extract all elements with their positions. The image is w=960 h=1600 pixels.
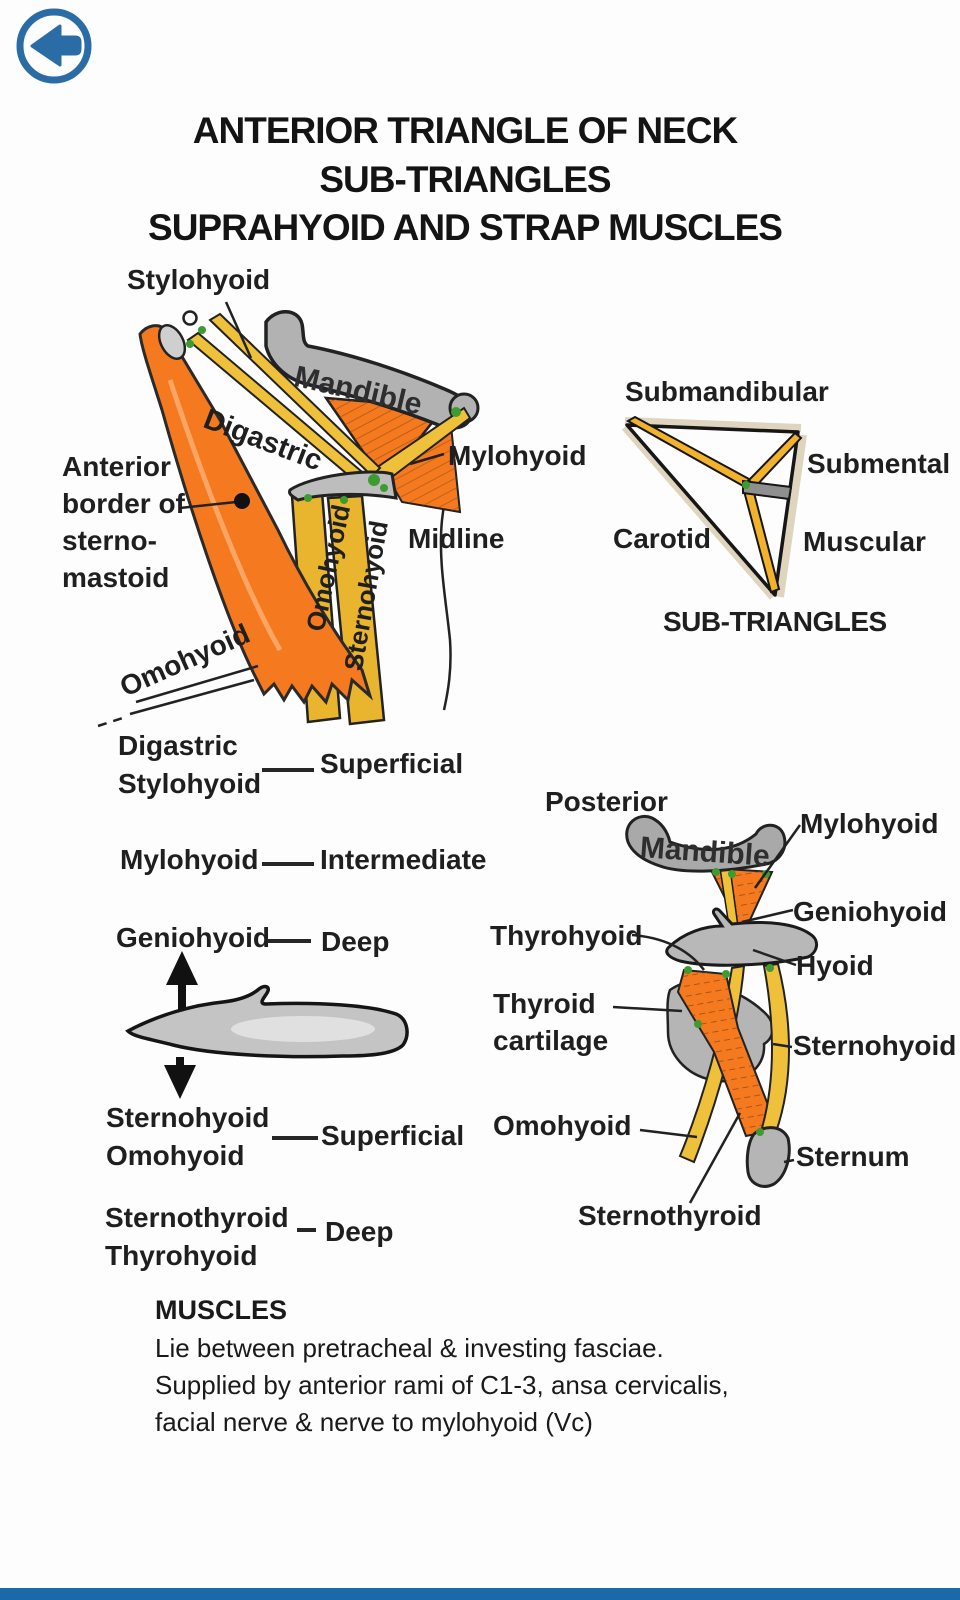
anterior-border-line-1: Anterior	[62, 451, 171, 482]
back-arrow-icon	[16, 8, 92, 84]
label-carotid: Carotid	[613, 523, 711, 554]
page-title: ANTERIOR TRIANGLE OF NECK SUB-TRIANGLES …	[0, 110, 930, 249]
label-muscular: Muscular	[803, 526, 926, 557]
subtriangles-diagram: Submandibular Submental Carotid Muscular…	[595, 375, 950, 645]
label-anterior-border: Anterior border of sterno- mastoid	[62, 448, 185, 596]
layer-depth: Deep	[321, 926, 390, 957]
layer-muscle: Mylohyoid	[120, 844, 259, 875]
hyoid-bone-figure	[118, 945, 418, 1103]
label-thyroid-cartilage-2: cartilage	[493, 1025, 609, 1056]
label-submandibular: Submandibular	[625, 376, 829, 407]
anterior-triangle-diagram: Stylohyoid Mandible Digastric Mylohyoid …	[40, 250, 600, 735]
label-sternum: Sternum	[796, 1141, 910, 1172]
connector-line	[267, 939, 311, 943]
up-arrow-icon	[166, 951, 198, 985]
bottom-bar	[0, 1588, 960, 1600]
title-line-3: SUPRAHYOID AND STRAP MUSCLES	[148, 207, 783, 248]
layer-depth: Deep	[325, 1216, 394, 1247]
label-thyroid-cartilage-1: Thyroid	[493, 988, 596, 1019]
down-arrow-icon	[164, 1065, 196, 1099]
label-hyoid: Hyoid	[796, 950, 874, 981]
anterior-border-line-3: sterno-	[62, 525, 157, 556]
title-line-1: ANTERIOR TRIANGLE OF NECK	[192, 110, 738, 151]
notes-line-1: Lie between pretracheal & investing fasc…	[155, 1333, 664, 1363]
label-sternothyroid: Sternothyroid	[578, 1200, 762, 1231]
layer-muscle: Geniohyoid	[116, 922, 270, 953]
layer-depth: Intermediate	[320, 844, 487, 875]
sagittal-drawing	[612, 815, 818, 1204]
label-submental: Submental	[807, 448, 951, 479]
connector-line	[262, 768, 314, 772]
label-omohyoid-sagittal: Omohyoid	[493, 1110, 632, 1141]
label-sternohyoid-sagittal: Sternohyoid	[793, 1030, 957, 1061]
label-midline: Midline	[408, 523, 505, 554]
layer-depth: Superficial	[320, 748, 464, 779]
label-mylohyoid-sagittal: Mylohyoid	[800, 808, 939, 839]
notes-heading: MUSCLES	[155, 1295, 288, 1325]
back-button[interactable]	[14, 6, 94, 86]
connector-line	[297, 1228, 316, 1232]
label-geniohyoid: Geniohyoid	[793, 896, 947, 927]
subtriangles-drawing	[621, 415, 807, 600]
layer-muscle: Omohyoid	[106, 1140, 245, 1171]
layer-muscle: Sternohyoid	[106, 1102, 270, 1133]
label-stylohyoid: Stylohyoid	[127, 264, 271, 295]
anterior-border-line-2: border of	[62, 488, 185, 519]
subtriangles-caption: SUB-TRIANGLES	[663, 606, 887, 637]
layer-muscle: Thyrohyoid	[105, 1240, 258, 1271]
layer-muscle: Sternothyroid	[105, 1202, 289, 1233]
connector-line	[262, 862, 314, 866]
label-thyrohyoid: Thyrohyoid	[490, 920, 643, 951]
anterior-border-line-4: mastoid	[62, 562, 170, 593]
layer-muscle: Digastric	[118, 730, 238, 761]
notes-line-3: facial nerve & nerve to mylohyoid (Vc)	[155, 1407, 593, 1437]
layer-muscle: Stylohyoid	[118, 768, 262, 799]
layer-depth: Superficial	[321, 1120, 465, 1151]
title-line-2: SUB-TRIANGLES	[319, 159, 611, 200]
anterior-triangle-drawing	[97, 301, 480, 728]
sagittal-diagram: Posterior Mandible Mylohyoid Geniohyoid …	[470, 780, 960, 1245]
label-posterior: Posterior	[545, 786, 668, 817]
label-mylohyoid: Mylohyoid	[448, 440, 587, 471]
notes-line-2: Supplied by anterior rami of C1-3, ansa …	[155, 1370, 729, 1400]
hyoid-bone-drawing	[125, 951, 409, 1099]
connector-line	[272, 1136, 318, 1140]
